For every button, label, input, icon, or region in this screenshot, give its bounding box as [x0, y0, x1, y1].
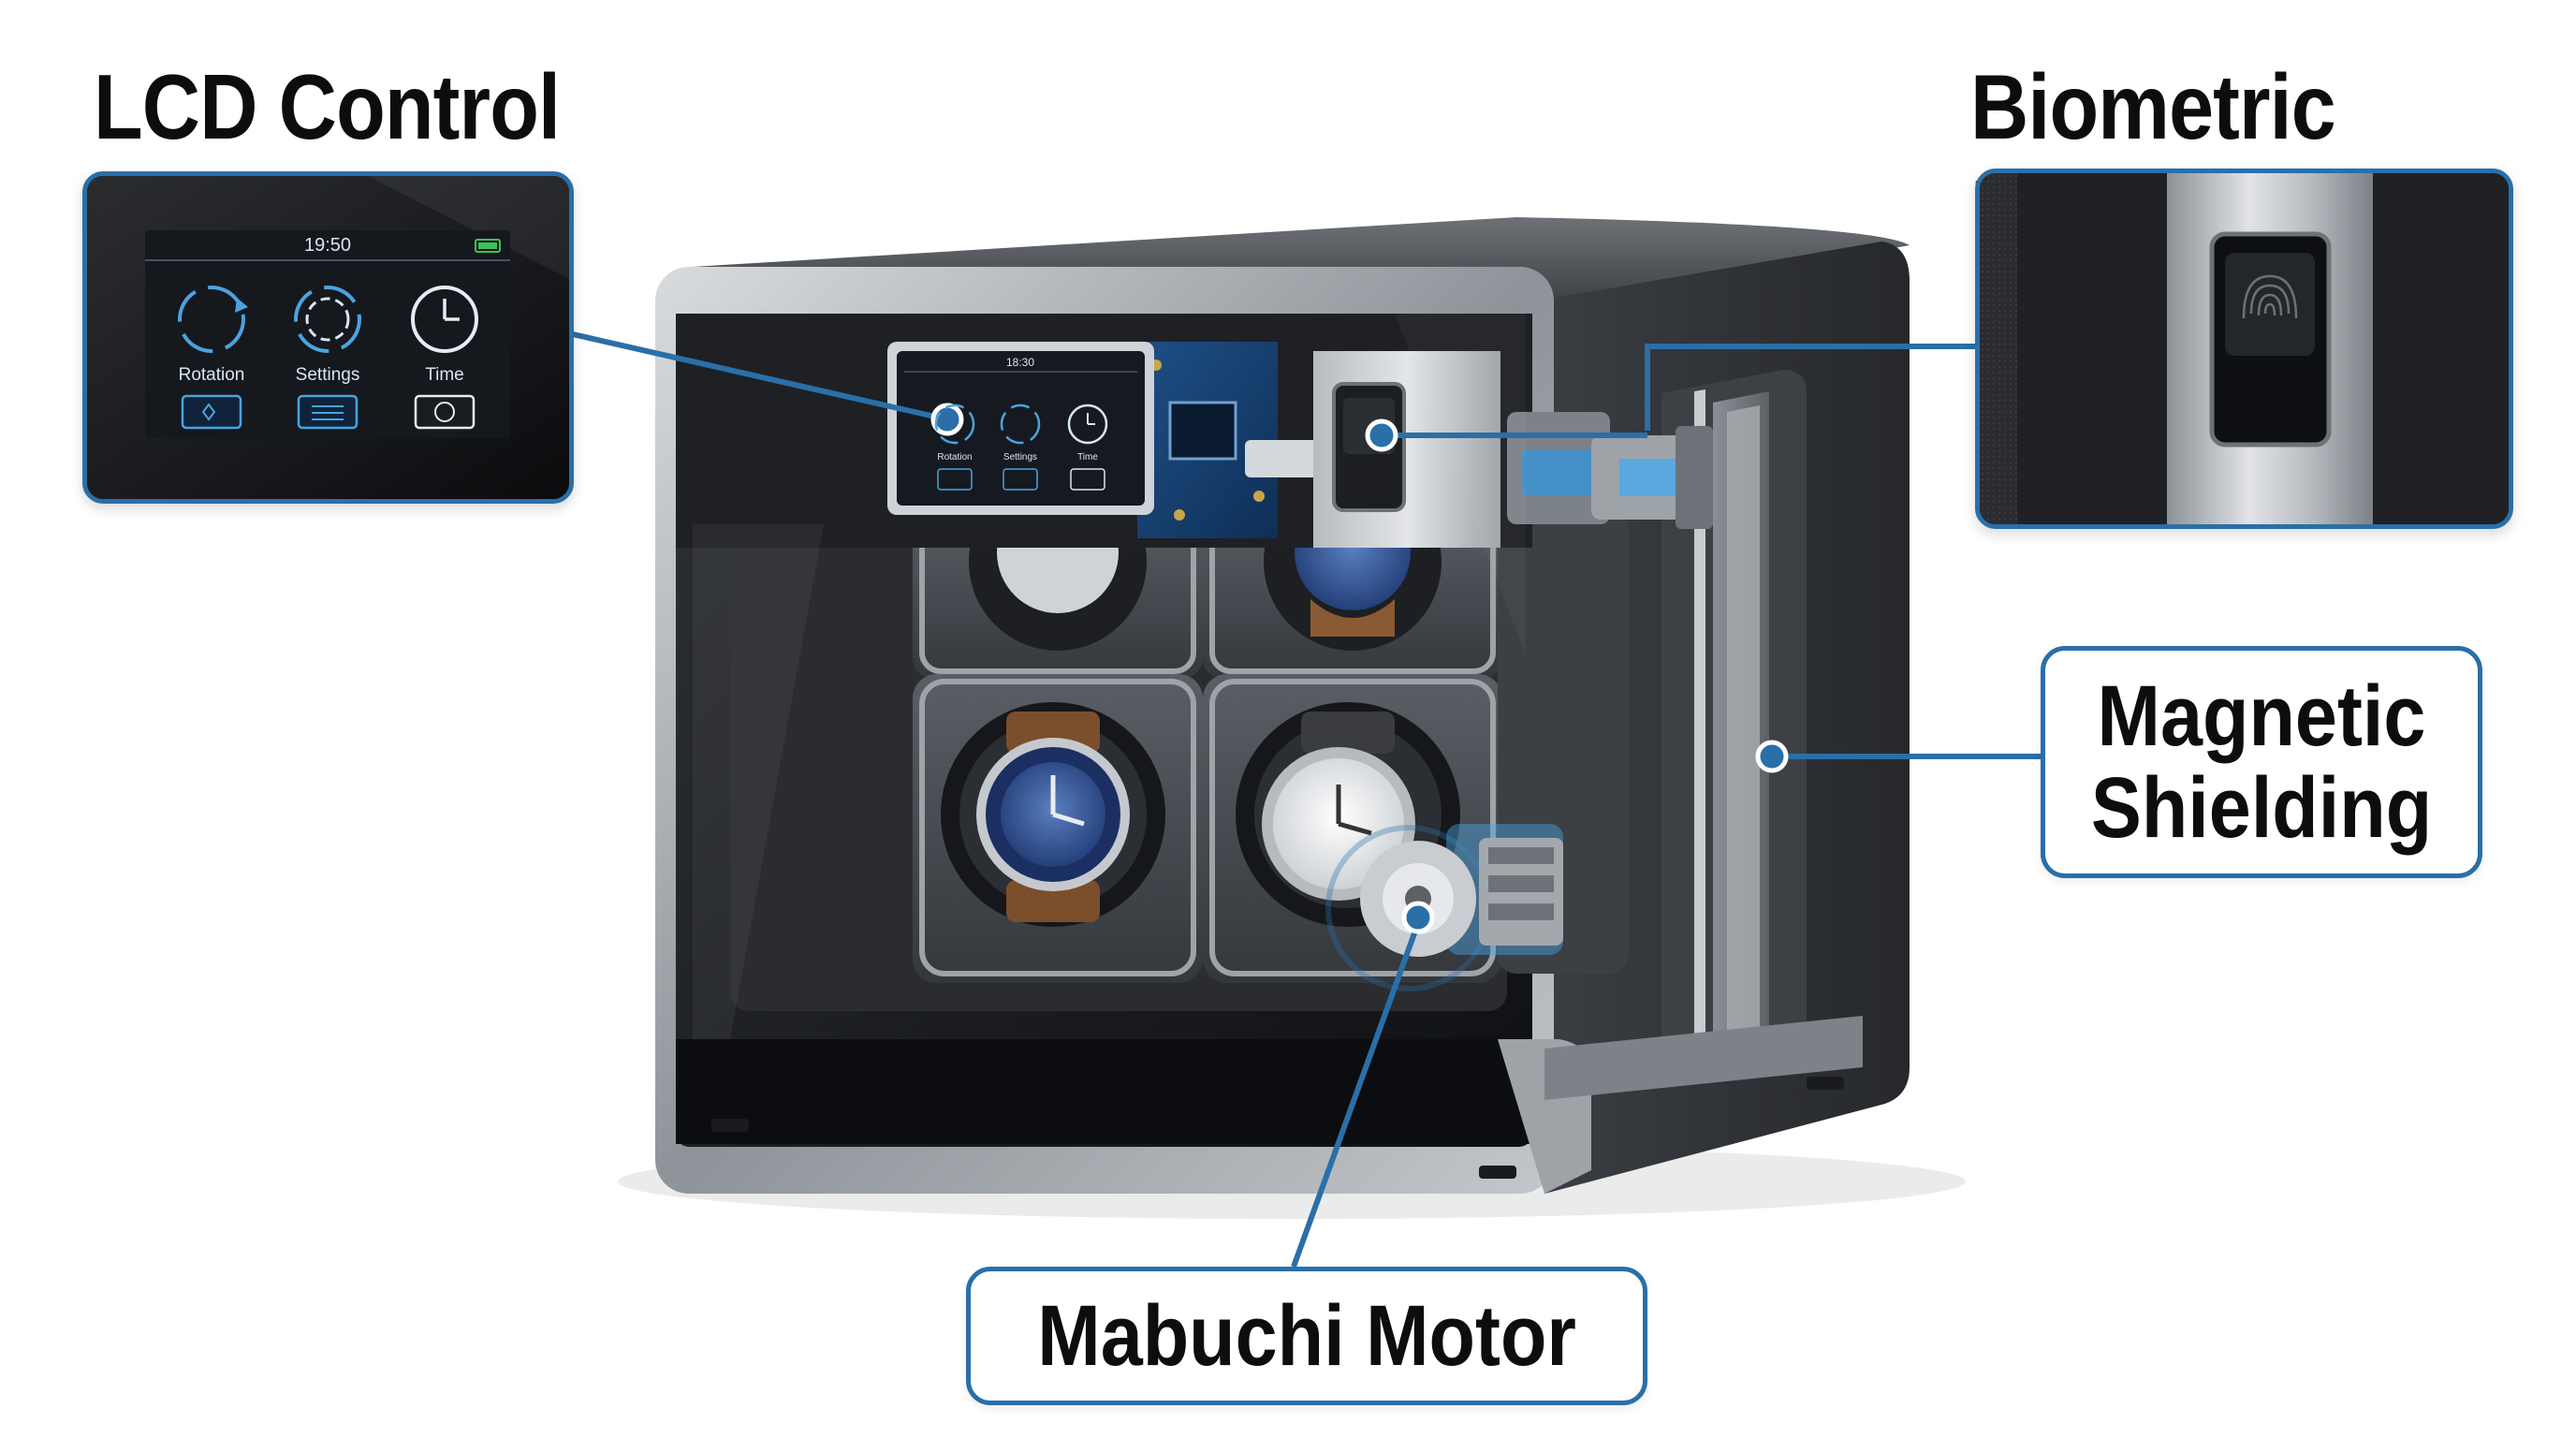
- device-screen-time: 18:30: [1006, 356, 1034, 369]
- biometric-leader-line-upper: [1645, 344, 1975, 431]
- lcd-time-label: Time: [425, 365, 464, 385]
- mabuchi-motor-callout: Mabuchi Motor: [966, 1267, 1647, 1405]
- magnetic-shielding-line2: Shielding: [2090, 760, 2433, 856]
- clock-icon: [411, 286, 478, 353]
- device-rotation-icon: [934, 404, 975, 445]
- rotation-button-frame: [181, 394, 242, 430]
- lcd-time-display: 19:50: [303, 234, 352, 256]
- device-settings-label: Settings: [1003, 452, 1037, 462]
- lcd-control-inset: 19:50 Rotation Settings Time: [82, 171, 574, 504]
- device-time-icon: [1067, 404, 1108, 445]
- time-button-icon: [434, 402, 455, 422]
- biometric-lock-inset: [1975, 169, 2513, 529]
- device-rotation-button: [937, 468, 973, 491]
- motor-leader-line: [1291, 921, 1421, 1269]
- device-settings-button: [1003, 468, 1038, 491]
- device-time-button: [1070, 468, 1105, 491]
- settings-icon: [294, 286, 361, 353]
- device-rotation-label: Rotation: [937, 452, 972, 462]
- biometric-marker-dot: [1365, 418, 1398, 452]
- lcd-leader-line: [564, 330, 948, 422]
- rotation-icon: [178, 286, 248, 353]
- lcd-control-title: LCD Control: [94, 55, 561, 158]
- mabuchi-motor-label: Mabuchi Motor: [1037, 1287, 1576, 1384]
- rotation-button-icon: [201, 403, 216, 421]
- device-time-label: Time: [1077, 452, 1098, 462]
- time-button-frame: [414, 394, 476, 430]
- lcd-rotation-label: Rotation: [178, 365, 245, 385]
- magnetic-shielding-callout: Magnetic Shielding: [2041, 646, 2482, 878]
- fingerprint-icon: [2242, 274, 2298, 319]
- device-screen: 18:30 Rotation Settings Time: [904, 356, 1137, 491]
- device-settings-icon: [1000, 404, 1041, 445]
- shielding-marker-dot: [1755, 740, 1789, 773]
- battery-icon: [475, 239, 501, 253]
- magnetic-shielding-line1: Magnetic: [2097, 668, 2426, 764]
- motor-marker-dot: [1401, 901, 1435, 934]
- lcd-settings-label: Settings: [295, 365, 360, 385]
